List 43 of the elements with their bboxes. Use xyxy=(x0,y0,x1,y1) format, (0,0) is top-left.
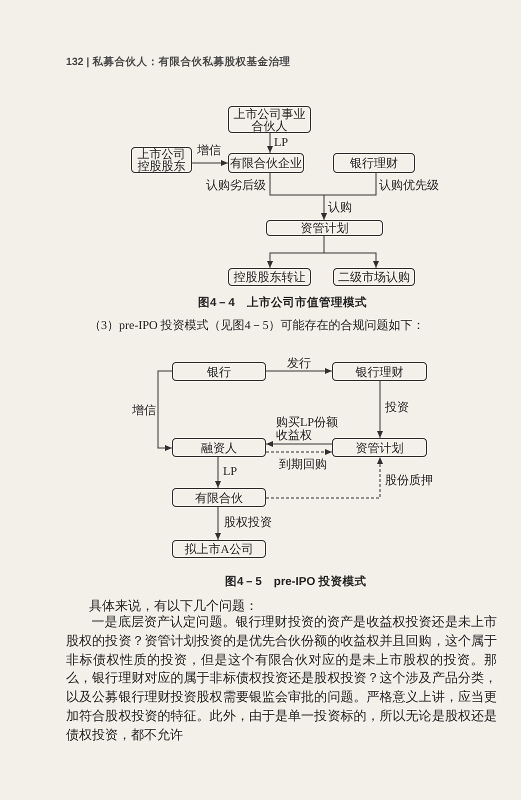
process-box: 有限合伙 xyxy=(172,488,266,507)
arrow xyxy=(321,172,376,220)
edge-label: LP xyxy=(274,136,288,149)
process-box: 二级市场认购 xyxy=(333,268,415,286)
body-text: （3）pre-IPO 投资模式（见图4－5）可能存在的合规问题如下： xyxy=(89,318,425,333)
arrow xyxy=(192,160,228,166)
edge-label: LP xyxy=(223,465,238,478)
dashed-arrow xyxy=(266,456,383,498)
process-box: 银行理财 xyxy=(333,153,415,173)
arrow xyxy=(215,456,221,488)
edge-label: 认购劣后级 xyxy=(206,179,266,192)
figure-caption: 图4－5 pre-IPO 投资模式 xyxy=(225,574,367,589)
edge-label: 到期回购 xyxy=(279,458,327,471)
arrow xyxy=(158,370,172,451)
process-box: 银行 xyxy=(172,362,266,381)
edge-label: 投资 xyxy=(385,401,409,414)
process-box: 资管计划 xyxy=(332,438,427,457)
arrow xyxy=(215,506,221,540)
process-box: 拟上市A公司 xyxy=(172,540,266,558)
process-box: 融资人 xyxy=(172,438,266,457)
edge-label: 股份质押 xyxy=(385,474,433,487)
process-box: 银行理财 xyxy=(332,362,427,381)
process-box: 控股股东转让 xyxy=(228,268,311,286)
arrow xyxy=(267,132,273,154)
process-box: 上市公司事业合伙人 xyxy=(228,106,311,133)
edge-label: 增信 xyxy=(132,404,156,417)
edge-label: 发行 xyxy=(287,357,311,370)
edge-label: 股权投资 xyxy=(224,516,272,529)
dashed-arrow xyxy=(266,449,332,455)
process-box: 上市公司控股股东 xyxy=(131,147,192,173)
edge-label: 认购优先级 xyxy=(379,179,439,192)
arrow xyxy=(266,368,332,374)
arrow xyxy=(266,441,332,447)
trunk-label: 认购 xyxy=(328,201,352,214)
arrow xyxy=(324,236,379,268)
process-box: 资管计划 xyxy=(266,220,383,236)
paragraph: 一是底层资产认定问题。银行理财投资的资产是收益权投资还是未上市股权的投资？资管计划投资的是优先合伙份额的收益权并且回购，这个属于非标债权性质的投资，但是这个有限合伙对应的是未上市股权的投资。那么，银行理财对应的属于非标债权投资还是股权投资？这个涉及产品分类，以及公募银行理财投资股权需要银监会审批的问题。严格意义上讲，应当更加符合股权投资的特征。此外，由于是单一投资标的，所以无论是股权还是债权投资，都不允许 xyxy=(66,614,497,744)
arrow xyxy=(377,380,383,438)
running-header: 132 | 私募合伙人：有限合伙私募股权基金治理 xyxy=(66,55,290,69)
edge-label: 增信 xyxy=(197,144,221,157)
paragraph: 具体来说，有以下几个问题： xyxy=(89,598,258,615)
figure-caption: 图4－4 上市公司市值管理模式 xyxy=(198,295,367,310)
process-box: 有限合伙企业 xyxy=(228,153,304,173)
